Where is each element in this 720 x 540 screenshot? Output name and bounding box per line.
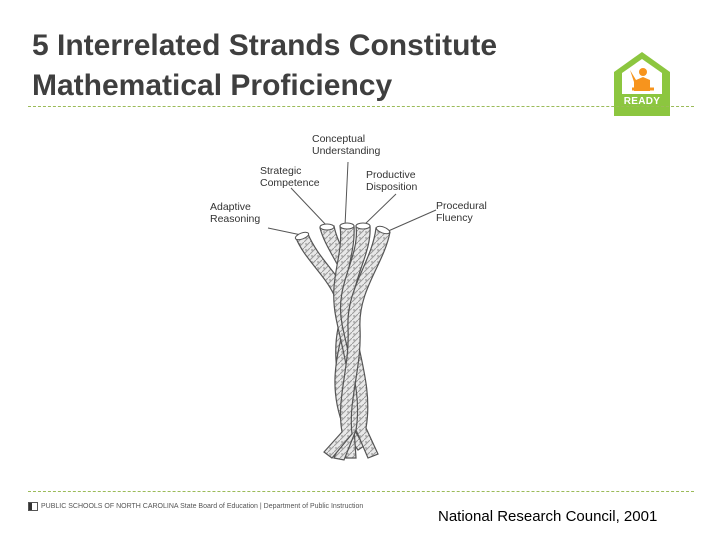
- label-line: Competence: [260, 177, 320, 189]
- ready-logo-text: READY: [623, 96, 661, 107]
- pointer-line-productive: [362, 193, 397, 227]
- slide-title: 5 Interrelated Strands Constitute Mathem…: [32, 26, 602, 106]
- footer-org-text: PUBLIC SCHOOLS OF NORTH CAROLINA State B…: [41, 502, 364, 510]
- strand-procedural: [323, 227, 391, 459]
- label-line: Conceptual: [312, 133, 366, 145]
- pointer-line-strategic: [290, 187, 328, 227]
- nc-flag-icon: [28, 501, 38, 511]
- footer-divider: [28, 491, 694, 492]
- citation: National Research Council, 2001: [438, 508, 658, 525]
- label-line: Productive: [366, 169, 416, 181]
- ready-logo: READY: [612, 50, 672, 118]
- footer-org: PUBLIC SCHOOLS OF NORTH CAROLINA State B…: [28, 500, 363, 512]
- label-procedural-fluency: Procedural Fluency: [436, 200, 487, 224]
- label-line: Understanding: [312, 145, 381, 157]
- label-line: Reasoning: [210, 213, 261, 225]
- label-productive-disposition: Productive Disposition: [366, 169, 417, 193]
- ready-logo-icon: [614, 52, 670, 116]
- pointer-line-procedural: [385, 209, 437, 233]
- pointer-line-conceptual: [344, 161, 349, 227]
- label-adaptive-reasoning: Adaptive Reasoning: [210, 201, 260, 225]
- braided-rope-illustration: [267, 161, 437, 461]
- label-line: Fluency: [436, 212, 473, 224]
- label-line: Disposition: [366, 181, 418, 193]
- label-line: Procedural: [436, 200, 487, 212]
- strand-ends: [294, 222, 391, 241]
- label-line: Adaptive: [210, 201, 251, 213]
- braided-rope-figure: Conceptual Understanding Strategic Compe…: [196, 128, 516, 473]
- title-divider: [28, 106, 694, 107]
- label-strategic-competence: Strategic Competence: [260, 165, 320, 189]
- label-conceptual-understanding: Conceptual Understanding: [312, 133, 380, 157]
- title-line-2: Mathematical Proficiency: [32, 69, 393, 102]
- label-line: Strategic: [260, 165, 302, 177]
- title-line-1: 5 Interrelated Strands Constitute: [32, 29, 498, 62]
